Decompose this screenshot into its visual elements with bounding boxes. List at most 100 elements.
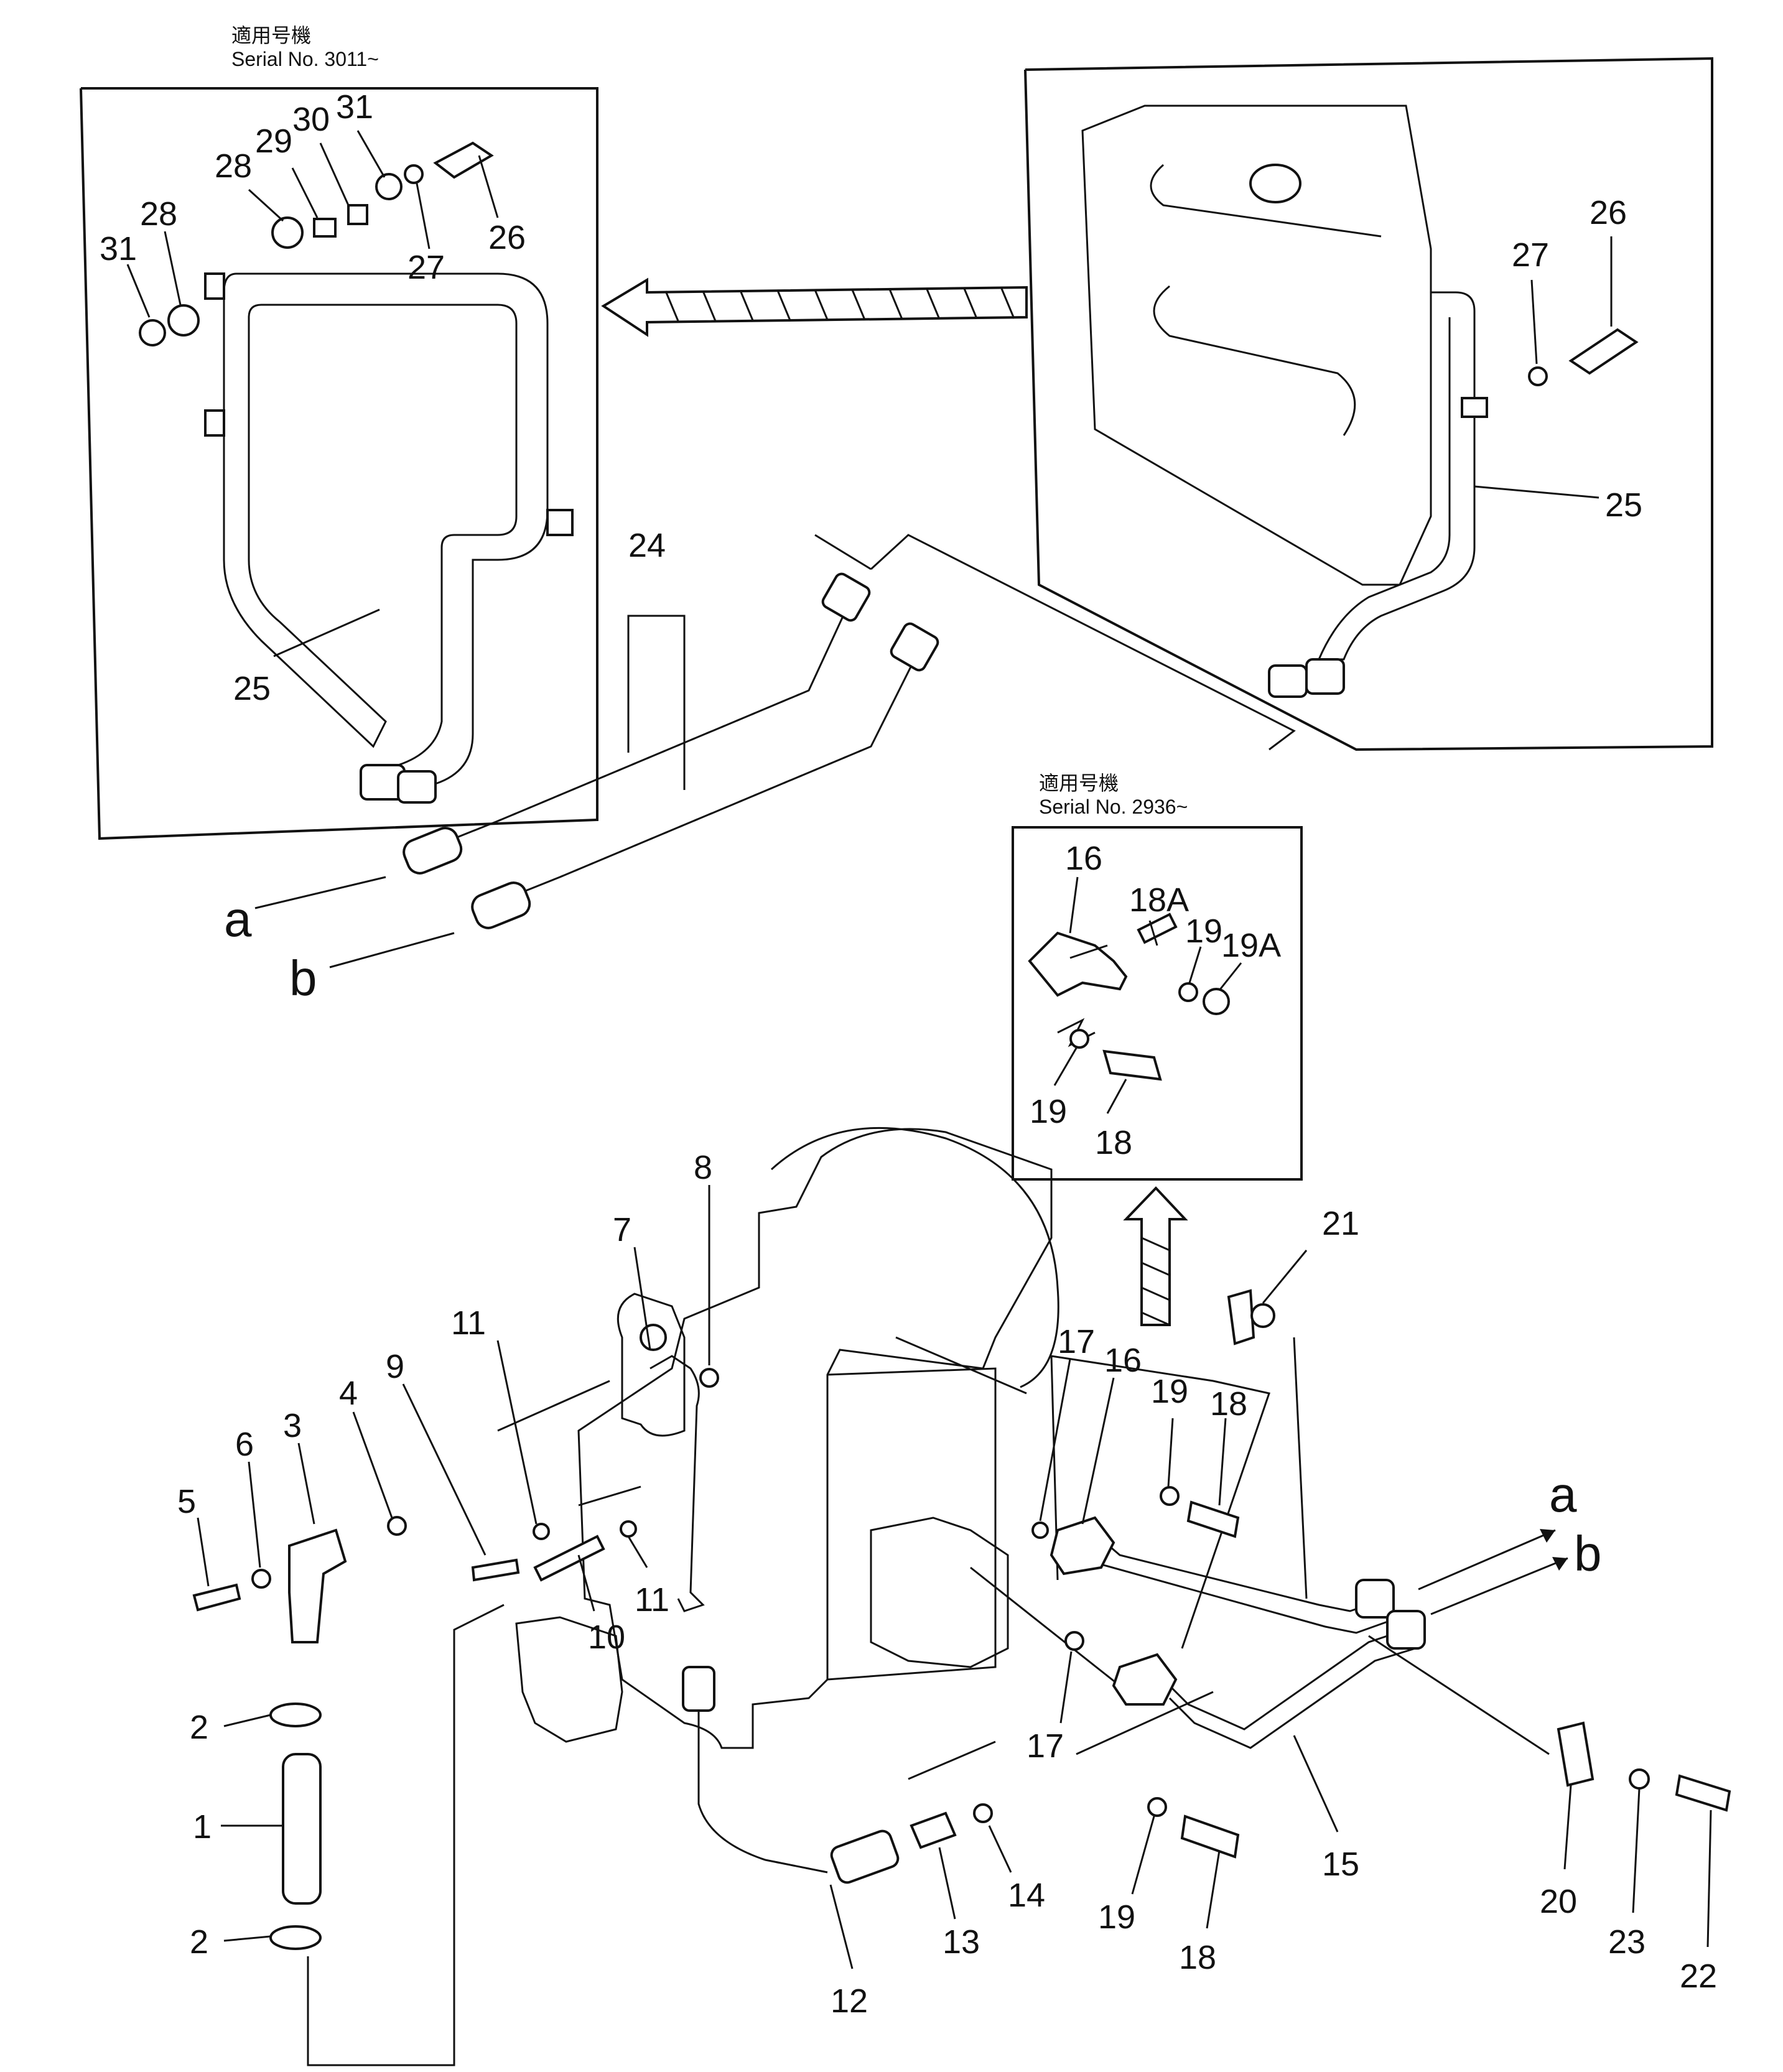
inset-callout-frame xyxy=(1050,1355,1270,1649)
arrow-head-b xyxy=(1552,1557,1568,1571)
callout-tl-29: 29 xyxy=(255,123,292,160)
fitting-tr-b xyxy=(1305,658,1345,695)
callout-tl-25: 25 xyxy=(233,670,271,707)
route-17a xyxy=(895,1336,1027,1395)
oil-pipe-25-left xyxy=(223,272,549,798)
oring-17a xyxy=(1031,1521,1049,1539)
callout-10: 10 xyxy=(588,1619,625,1656)
callout-mr-19A: 19A xyxy=(1221,927,1281,964)
transmission-case xyxy=(577,1128,1053,1749)
radiator-tube xyxy=(1150,164,1382,436)
nut-28-left xyxy=(167,304,200,337)
callout-9: 9 xyxy=(386,1348,404,1385)
leader-15 xyxy=(1293,1735,1339,1833)
leader-18b xyxy=(1206,1850,1221,1929)
leader-11b xyxy=(627,1536,648,1568)
route-17b xyxy=(970,1566,1120,1687)
leader-mr-18 xyxy=(1106,1079,1127,1114)
bolt-26-left xyxy=(433,141,494,179)
callout-4: 4 xyxy=(339,1375,358,1412)
inset-mid-right-caption-jp: 適用号機 xyxy=(1039,772,1119,794)
callout-mr-18: 18 xyxy=(1095,1124,1132,1161)
view-arrow-up xyxy=(1123,1186,1188,1326)
callout-tl-28a: 28 xyxy=(140,195,177,233)
callout-b-left: b xyxy=(289,950,317,1006)
callout-5: 5 xyxy=(177,1483,196,1520)
leader-17b xyxy=(1059,1651,1073,1724)
hose-24-group: 24 a b xyxy=(224,527,939,1006)
callout-mr-19a: 19 xyxy=(1185,913,1222,950)
connect-line-1 xyxy=(870,534,1296,751)
callout-tr-25: 25 xyxy=(1605,486,1642,524)
pipe-route-11 xyxy=(578,1485,641,1507)
callout-3: 3 xyxy=(283,1407,302,1444)
callout-17a: 17 xyxy=(1058,1323,1095,1360)
callout-18a: 18 xyxy=(1210,1385,1247,1423)
hose-12 xyxy=(697,1711,828,1874)
hose-12-spring xyxy=(697,1742,828,1874)
transmission-face xyxy=(827,1367,997,1681)
callout-22: 22 xyxy=(1680,1958,1717,1995)
hose-12-group: 12 13 14 xyxy=(682,1666,1045,2020)
leader-tl-31b xyxy=(356,130,386,178)
hose-12-top-end xyxy=(682,1666,715,1712)
fitting-tr-a xyxy=(1268,664,1308,698)
bolt-18a xyxy=(1186,1500,1240,1538)
callout-2b: 2 xyxy=(190,1923,208,1961)
bracket-tl-3 xyxy=(546,509,574,536)
washer-27-left xyxy=(404,164,424,184)
hose-end-a xyxy=(403,827,463,875)
washer-19-inset-a xyxy=(1178,982,1198,1002)
bolt-18A xyxy=(1137,913,1178,944)
bolt-22 xyxy=(1675,1774,1731,1812)
view-arrow-left xyxy=(601,277,1028,337)
bracket-tl-1 xyxy=(204,272,225,300)
leader-16 xyxy=(1081,1377,1115,1525)
transmission-assembly xyxy=(515,1127,1059,1749)
leader-a-left xyxy=(254,876,386,909)
nut-19A xyxy=(1203,988,1230,1015)
oring-4 xyxy=(387,1516,407,1536)
callout-tr-26: 26 xyxy=(1590,194,1627,231)
callout-24: 24 xyxy=(628,527,666,564)
leader-tr-25 xyxy=(1474,485,1599,499)
callout-mr-18A: 18A xyxy=(1129,881,1189,919)
oring-17b xyxy=(1064,1631,1084,1651)
bolt-10 xyxy=(533,1535,605,1582)
inset-top-left-border xyxy=(80,87,598,840)
plug-8 xyxy=(699,1368,719,1388)
inset-top-left-caption-jp: 適用号機 xyxy=(231,24,311,47)
callout-b-right: b xyxy=(1574,1526,1602,1581)
route-19b xyxy=(1076,1691,1214,1755)
flange-15 xyxy=(1112,1653,1178,1706)
leader-mr-16 xyxy=(1069,876,1079,934)
callout-tl-27: 27 xyxy=(407,249,445,286)
clamp-2-top xyxy=(269,1703,322,1727)
leader-tl-31a xyxy=(126,264,151,318)
callout-1: 1 xyxy=(193,1808,212,1846)
bracket-tr xyxy=(1461,397,1488,418)
hose-end-lower xyxy=(890,622,939,672)
washer-31 xyxy=(375,173,403,200)
callout-mr-16: 16 xyxy=(1065,840,1102,877)
hose-12-bottom-end xyxy=(830,1829,900,1884)
callout-8: 8 xyxy=(694,1149,712,1186)
callout-13: 13 xyxy=(943,1923,980,1961)
hose-24-upper xyxy=(435,609,847,847)
fitting-a-right xyxy=(1355,1579,1395,1619)
callout-16: 16 xyxy=(1104,1342,1142,1379)
clip-21 xyxy=(1227,1289,1255,1345)
leader-19b xyxy=(1131,1816,1155,1895)
leader-mr-19A xyxy=(1218,962,1242,991)
inset-mid-right-caption-serial: Serial No. 2936~ xyxy=(1039,796,1188,818)
bracket-20 xyxy=(1557,1721,1594,1787)
washer-31-left xyxy=(139,319,166,346)
pipe-route-line xyxy=(307,1604,505,2066)
connect-line-2 xyxy=(814,534,872,570)
washer-19-inset-b xyxy=(1069,1029,1089,1049)
flywheel-housing xyxy=(770,1127,1059,1388)
adapter-13 xyxy=(910,1811,957,1849)
leader-4 xyxy=(352,1411,393,1518)
callout-tl-28b: 28 xyxy=(215,147,252,185)
leader-2b xyxy=(223,1935,271,1942)
